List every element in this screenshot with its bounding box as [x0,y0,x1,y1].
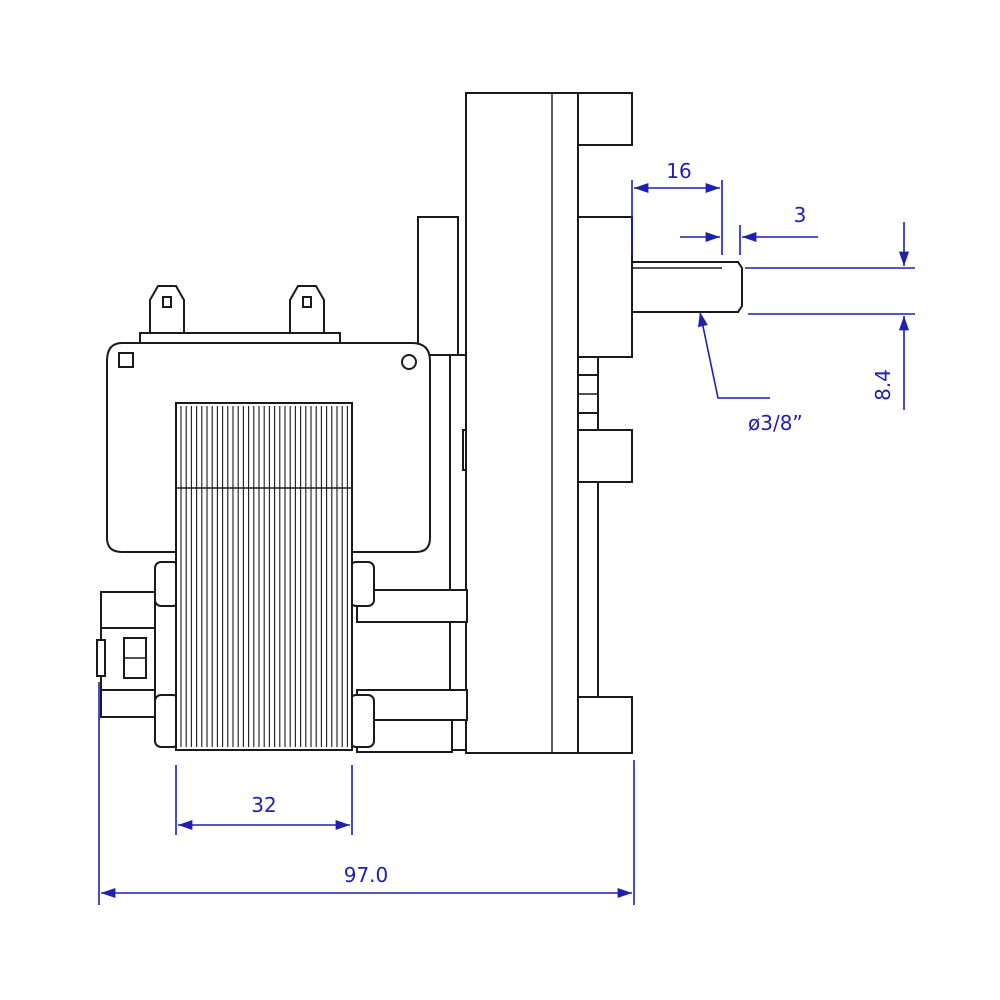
dim-label-shaft-diameter: ø3/8” [748,411,803,435]
dim-label-flat-depth: 8.4 [871,369,895,401]
bracket-right-top [349,561,375,607]
front-bottom-block [577,696,633,754]
front-top-block [577,92,633,146]
terminal-right [289,285,325,335]
dimensions: 16 3 8.4 ø3/8” 32 97.0 [98,159,915,905]
gear-housing [465,92,579,754]
cover-screw-left [118,352,134,368]
shaft-flat-end [722,261,743,313]
cover-screw-right [401,354,417,370]
bracket-right-bottom [349,694,375,748]
dim-label-shaft-flat: 3 [794,203,807,227]
coil-fins [180,406,348,747]
frame-arm-upper [356,589,468,623]
dim-label-shaft-length: 16 [666,159,691,183]
rear-mount-block [417,216,459,356]
terminal-block [139,332,341,344]
gearbox [417,92,743,754]
dim-label-overall-length: 97.0 [344,863,389,887]
front-shaft-boss [577,216,633,358]
terminal-left [149,285,185,335]
dim-label-coil-width: 32 [251,793,276,817]
front-mid-block [577,429,633,483]
diameter-leader [698,311,770,399]
motor [96,285,468,753]
